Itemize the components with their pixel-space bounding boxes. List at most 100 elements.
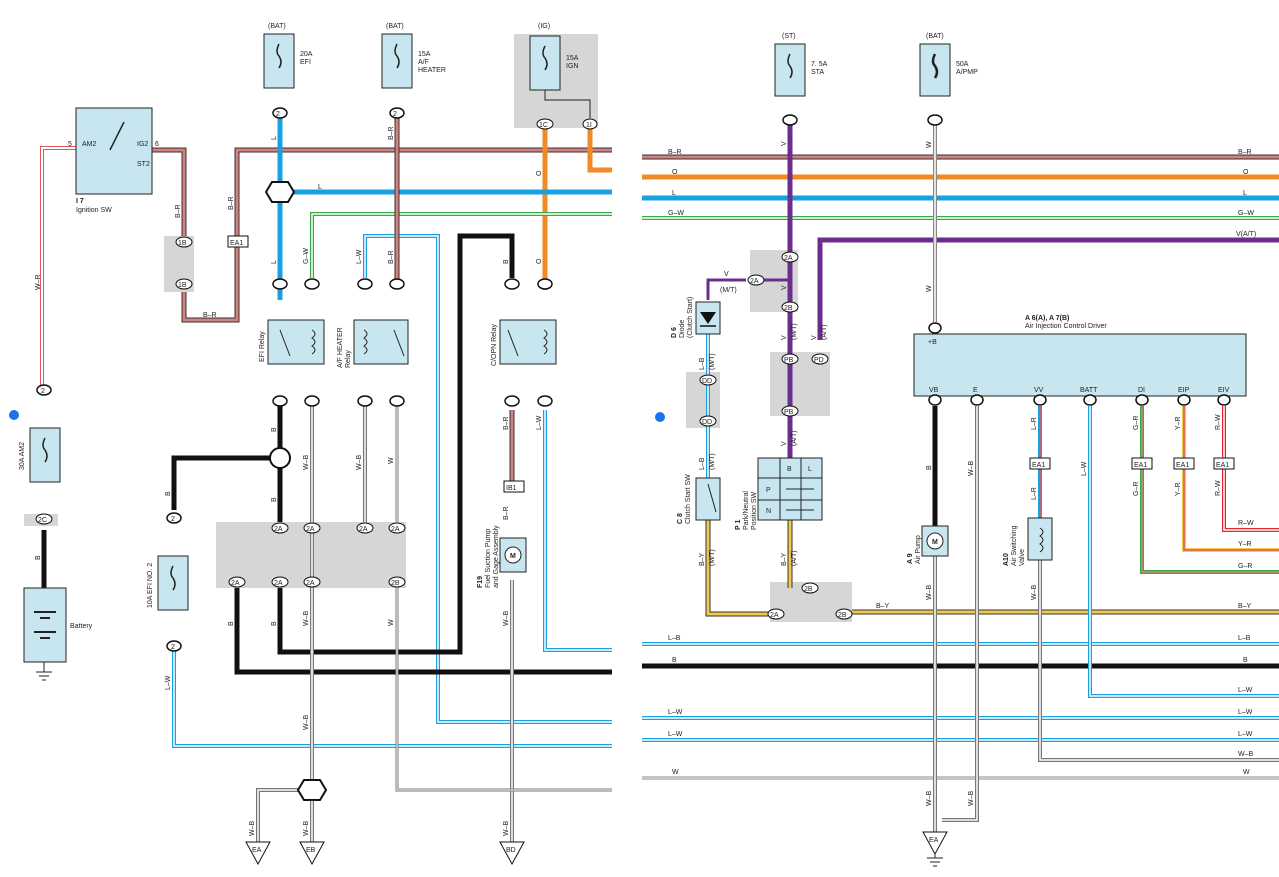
c-opn-relay: C/OPN Relay	[491, 319, 557, 366]
diagram-label: B	[926, 465, 933, 470]
diagram-label: O	[536, 258, 543, 264]
diagram-label: L–W	[536, 415, 543, 430]
diagram-label: W	[388, 457, 395, 464]
ign-pin5: 5	[68, 141, 72, 148]
diagram-label: L–W	[1238, 709, 1253, 716]
diagram-label: L	[271, 136, 278, 140]
ign-am2-label: AM2	[82, 141, 97, 148]
park-neutral-switch: B L P N P 1 Park/Neutral Position SW	[735, 457, 823, 530]
diagram-label: B	[228, 621, 235, 626]
diagram-label: Air Injection Control Driver	[1025, 323, 1107, 330]
connector-labels: 2 2 2 2 2	[41, 111, 397, 651]
diagram-label: L–W	[668, 731, 683, 738]
fuse-efi: (BAT) 20A EFI	[263, 23, 313, 89]
diagram-label: W–B	[503, 821, 510, 837]
diagram-label: L–B	[699, 357, 706, 370]
diagram-label: 2B	[838, 612, 847, 619]
diagram-label: O	[1243, 169, 1249, 176]
diagram-label: E	[973, 387, 978, 394]
wire-gr	[1140, 406, 1279, 574]
air-pump: M A 9 Air Pump	[907, 525, 949, 564]
diagram-label: Air Switching	[1011, 525, 1018, 566]
diagram-label: (BAT)	[386, 23, 404, 30]
diagram-label: (M/T)	[709, 549, 716, 566]
diagram-label: Y–R	[1175, 482, 1182, 496]
diagram-label: A 6(A), A 7(B)	[1025, 315, 1069, 322]
diagram-label: V	[781, 141, 788, 146]
diagram-label: L	[318, 184, 322, 191]
diagram-label: Battery	[70, 623, 93, 630]
diagram-label: L–B	[1238, 635, 1251, 642]
wire-rw	[1222, 406, 1279, 532]
diagram-label: EFI	[300, 59, 311, 66]
diagram-label: EFI Relay	[259, 331, 266, 362]
diagram-label: Y–R	[1175, 416, 1182, 430]
junction-point	[296, 779, 328, 801]
code-connectors-right: 2A 2A 2B PB PD PB DD DD 2B 2A 2B EA1 EA1…	[699, 251, 1235, 620]
diagram-label: (M/T)	[709, 353, 716, 370]
battery: Battery	[23, 587, 93, 681]
diagram-label: R–W	[1215, 480, 1222, 496]
diagram-label: B–R	[388, 250, 395, 264]
wire-l-blue	[277, 115, 612, 300]
diagram-label: 2A	[391, 526, 400, 533]
diagram-label: EA1	[1032, 462, 1045, 469]
diagram-label: 2A	[784, 255, 793, 262]
diagram-label: EA1	[230, 240, 243, 247]
diagram-label: BD	[506, 847, 516, 854]
diagram-label: R–W	[1215, 414, 1222, 430]
diagram-label: F19	[477, 576, 484, 588]
fuse-sta: (ST) 7. 5A STA	[774, 33, 828, 97]
diagram-label: EA1	[1216, 462, 1229, 469]
diagram-label: (M/T)	[720, 287, 737, 294]
diagram-label: V	[781, 335, 788, 340]
diagram-label: B	[271, 497, 278, 502]
code-connectors: 1B 1B EA1 2C 1C 1I IB1 2A 2A 2A 2A 2A 2A…	[35, 118, 598, 588]
diagram-label: V(A/T)	[1236, 231, 1256, 238]
diagram-label: L–B	[699, 457, 706, 470]
fuse-af-heater: (BAT) 15A A/F HEATER	[381, 23, 446, 89]
diagram-label: W–B	[503, 611, 510, 627]
diagram-label: W–B	[968, 791, 975, 807]
connector-nodes-right	[782, 114, 1231, 406]
diagram-label: 2A	[231, 580, 240, 587]
diagram-label: EA	[929, 837, 939, 844]
wire-w-b-right	[933, 406, 1279, 832]
diagram-label: L	[271, 260, 278, 264]
diagram-label: EA1	[1176, 462, 1189, 469]
diagram-label: L–W	[1238, 731, 1253, 738]
diagram-label: M	[510, 553, 516, 560]
diagram-label: B–R	[668, 149, 682, 156]
diagram-label: B	[503, 259, 510, 264]
diagram-label: Park/Neutral	[743, 491, 750, 530]
diagram-label: 2A	[306, 580, 315, 587]
diagram-label: (BAT)	[268, 23, 286, 30]
diagram-label: (ST)	[782, 33, 796, 40]
diagram-label: 2A	[274, 580, 283, 587]
diagram-label: P 1	[735, 520, 742, 530]
selection-marker[interactable]	[9, 410, 19, 420]
diagram-label: N	[766, 508, 771, 515]
diagram-label: L	[808, 466, 812, 473]
diagram-label: W–B	[1031, 585, 1038, 601]
diagram-label: G–W	[303, 248, 310, 264]
diagram-label: BATT	[1080, 387, 1098, 394]
diagram-label: 30A AM2	[19, 442, 26, 470]
wire-w-b	[256, 405, 612, 842]
diagram-label: W	[672, 769, 679, 776]
wire-b-r-left	[152, 147, 612, 323]
diagram-label: R–W	[1238, 520, 1254, 527]
diagram-label: L–B	[668, 635, 681, 642]
fuse-efi-no2: 10A EFI NO. 2	[147, 555, 189, 611]
diagram-label: 10A EFI NO. 2	[147, 563, 154, 608]
diagram-label: VB	[929, 387, 939, 394]
selection-marker[interactable]	[655, 412, 665, 422]
diagram-label: 2	[393, 111, 397, 118]
wire-w-r	[40, 146, 76, 390]
diagram-label: 2A	[274, 526, 283, 533]
diagram-label: EIP	[1178, 387, 1190, 394]
ign-ig2-label: IG2	[137, 141, 148, 148]
diagram-label: VV	[1034, 387, 1044, 394]
diagram-label: B	[1243, 657, 1248, 664]
